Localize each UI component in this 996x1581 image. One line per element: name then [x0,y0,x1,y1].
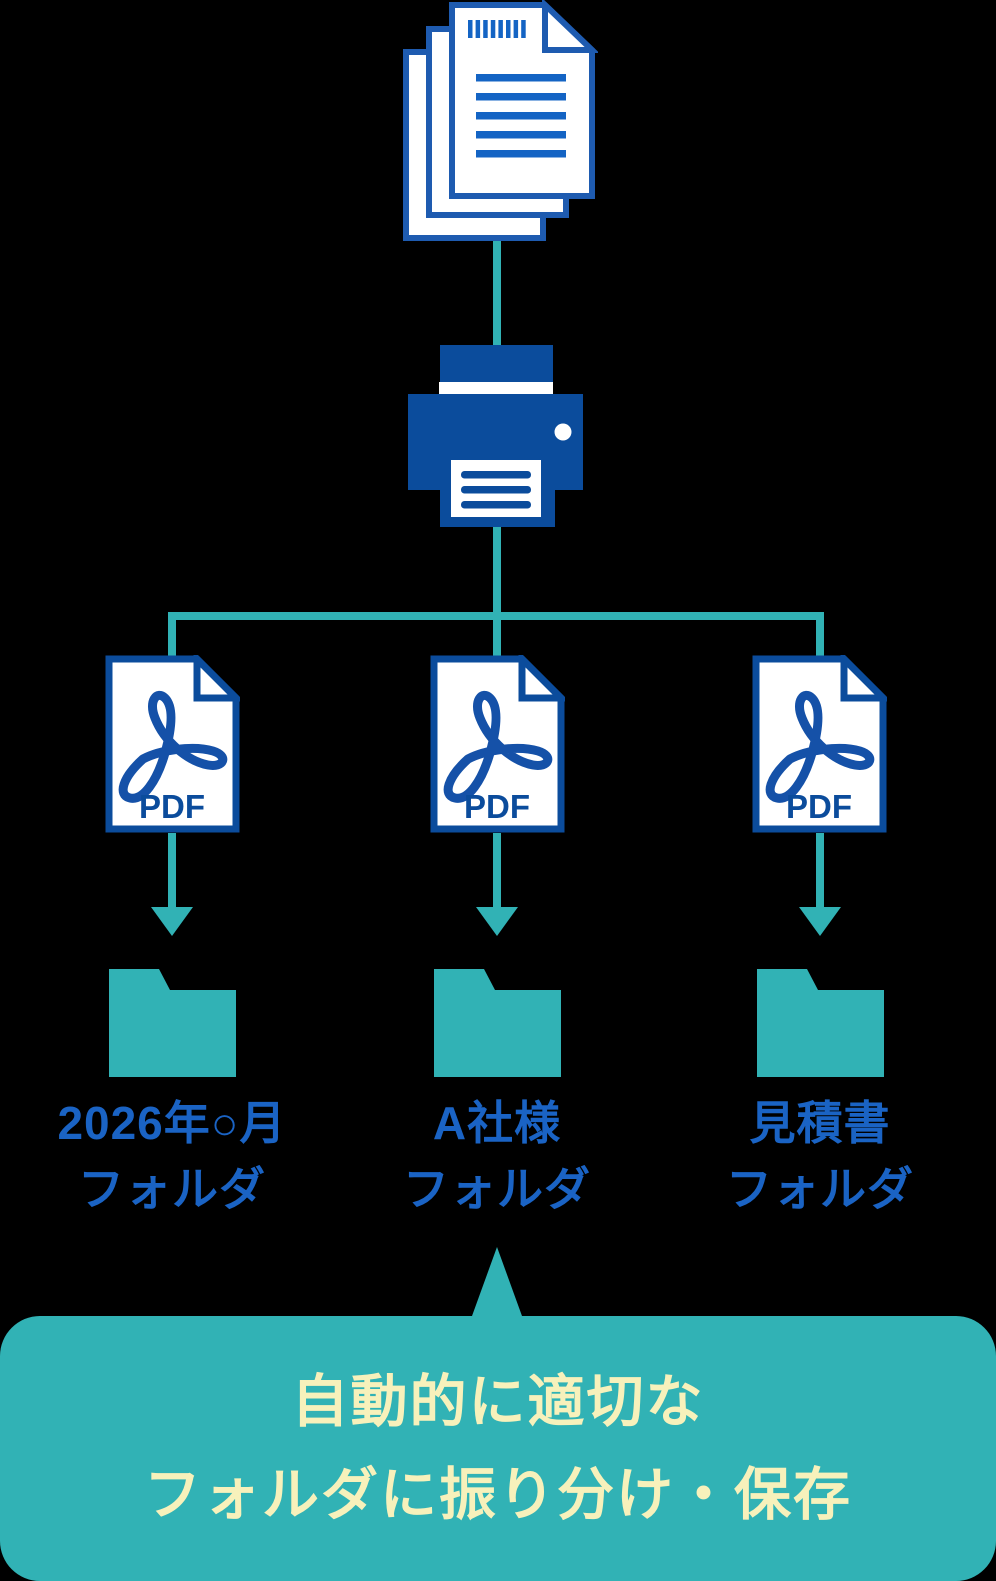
callout-pointer [472,1247,522,1316]
pdf-text: PDF [139,788,205,825]
folder-label-line2: フォルダ [403,1163,591,1215]
folder-label-middle: A社様 フォルダ [317,1090,677,1222]
printer-icon [408,345,583,527]
pdf-text: PDF [464,788,530,825]
pdf-file-icon: PDF [752,655,887,833]
folder-label-line1: A社様 [432,1097,562,1149]
connector-branch-right [816,612,824,660]
arrow-down-icon [799,907,841,936]
connector-printer-to-branch [493,520,501,660]
arrow-down-icon [476,907,518,936]
pdf-file-icon: PDF [105,655,240,833]
folder-icon [434,969,561,1077]
folder-label-line1: 見積書 [749,1097,891,1149]
pdf-file-icon: PDF [430,655,565,833]
folder-label-line2: フォルダ [78,1163,266,1215]
folder-icon [757,969,884,1077]
folder-label-line1: 2026年○月 [57,1097,287,1149]
callout-box: 自動的に適切な フォルダに振り分け・保存 [0,1316,996,1581]
connector-branch-bar [168,612,824,620]
callout-text-line2: フォルダに振り分け・保存 [144,1462,852,1527]
arrow-down-icon [168,833,176,909]
document-stack-icon [403,0,598,241]
folder-label-right: 見積書 フォルダ [640,1090,996,1222]
connector-branch-left [168,612,176,660]
callout-text-line1: 自動的に適切な [291,1369,705,1434]
arrow-down-icon [151,907,193,936]
folder-label-left: 2026年○月 フォルダ [0,1090,352,1222]
folder-label-line2: フォルダ [726,1163,914,1215]
arrow-down-icon [816,833,824,909]
arrow-down-icon [493,833,501,909]
connector-doc-to-printer [493,232,501,350]
pdf-text: PDF [786,788,852,825]
folder-icon [109,969,236,1077]
